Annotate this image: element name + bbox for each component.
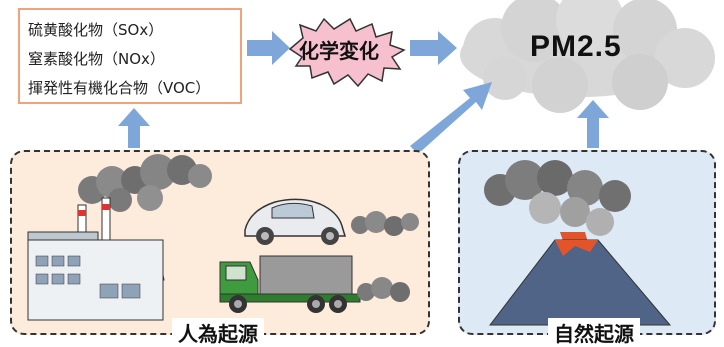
pollutant-box: 硫黄酸化物（SOx） 窒素酸化物（NOx） 揮発性有機化合物（VOC） xyxy=(18,8,242,104)
pollutant-voc: 揮発性有機化合物（VOC） xyxy=(28,79,211,97)
reaction-label: 化学変化 xyxy=(299,39,379,63)
factory-smoke-illustration xyxy=(78,154,212,212)
pollutant-sox: 硫黄酸化物（SOx） xyxy=(28,21,164,39)
natural-source-label: 自然起源 xyxy=(548,318,640,347)
product-label: PM2.5 xyxy=(530,30,622,63)
pollutant-nox: 窒素酸化物（NOx） xyxy=(28,50,165,68)
factory-illustration xyxy=(27,197,165,321)
volcano-illustration xyxy=(484,160,672,326)
car-illustration xyxy=(244,198,419,245)
reaction-burst xyxy=(288,17,406,88)
pm25-cloud xyxy=(460,0,715,113)
flow-arrows xyxy=(118,31,609,154)
truck-illustration xyxy=(219,255,410,313)
human-source-label: 人為起源 xyxy=(172,318,264,347)
